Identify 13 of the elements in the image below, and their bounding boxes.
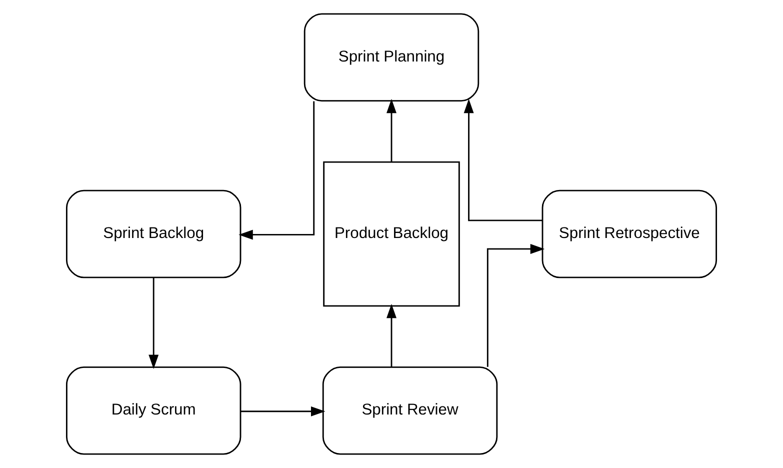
arrow (148, 278, 159, 370)
node-box: Sprint Retrospective (542, 190, 718, 278)
arrow (464, 98, 542, 222)
node-box: Product Backlog (323, 161, 460, 307)
arrow (386, 98, 396, 162)
node-box: Sprint Review (322, 366, 498, 455)
arrow (386, 304, 396, 367)
arrow (240, 406, 326, 416)
node-box: Daily Scrum (66, 366, 242, 455)
arrow (486, 244, 545, 367)
arrow (238, 101, 315, 240)
node-box: Sprint Planning (304, 13, 480, 102)
node-box: Sprint Backlog (66, 190, 242, 278)
